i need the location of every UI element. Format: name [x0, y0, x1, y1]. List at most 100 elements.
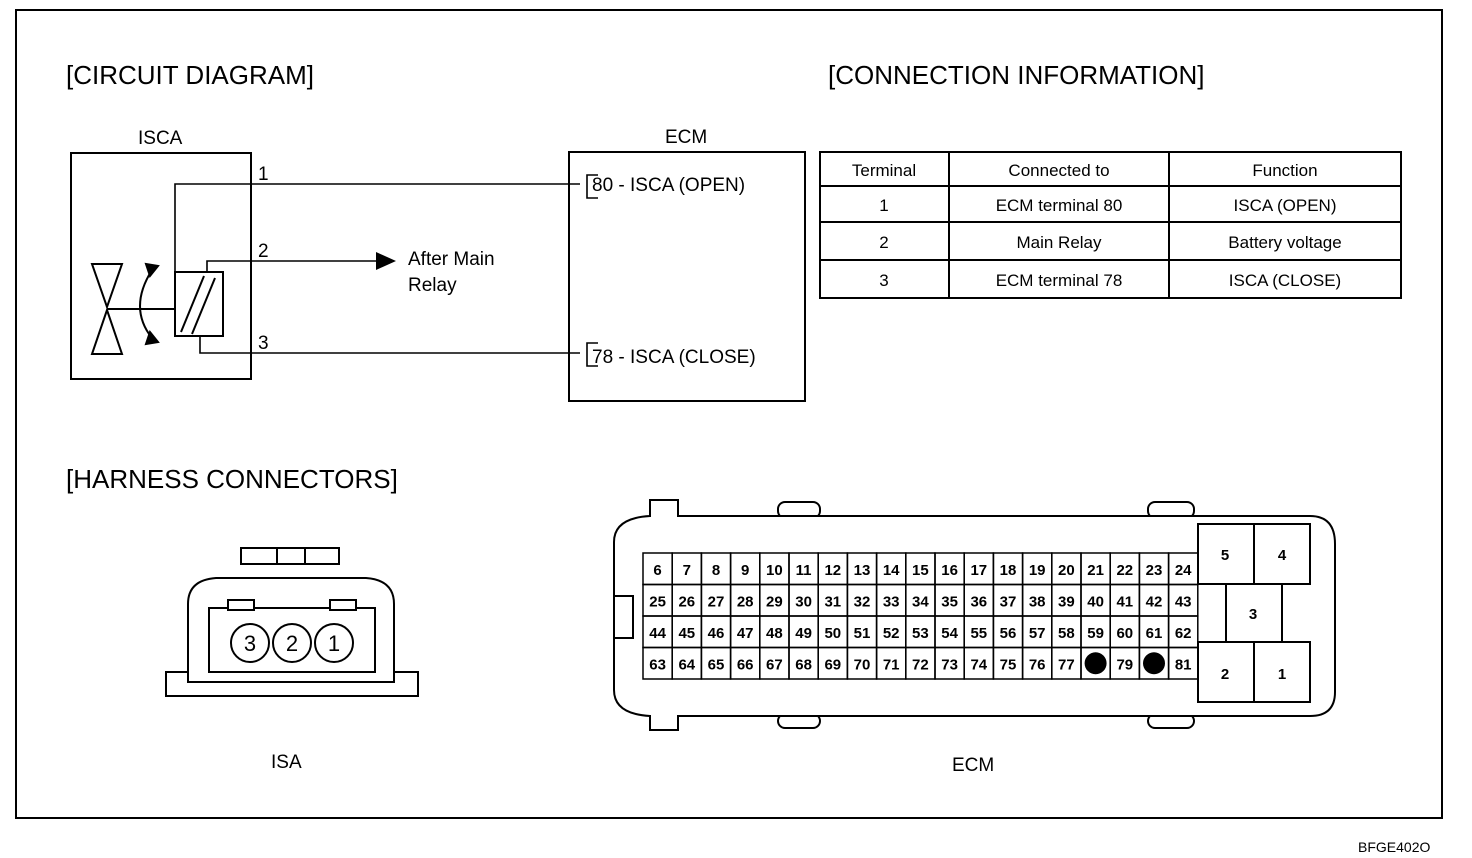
pin-2-label: 2 — [258, 241, 269, 262]
ecm-pin-label: 12 — [824, 562, 841, 579]
ecm-pin-label: 30 — [795, 593, 812, 610]
ecm-power-pin-4: 4 — [1278, 547, 1287, 564]
ecm-pin-label: 65 — [708, 656, 725, 673]
ecm-pin-label: 8 — [712, 562, 720, 579]
ecm-pin-label: 49 — [795, 625, 812, 642]
ecm-pin-label: 75 — [1000, 656, 1017, 673]
ecm-pin-label: 25 — [649, 593, 666, 610]
ecm-pin-label: 7 — [683, 562, 691, 579]
pin-3-label: 3 — [258, 333, 269, 354]
valve-symbol — [90, 263, 175, 355]
ecm-pin-label: 36 — [970, 593, 987, 610]
after-main-relay-line2: Relay — [408, 275, 457, 296]
ecm-pin-label: 18 — [1000, 562, 1017, 579]
after-main-relay-line1: After Main — [408, 249, 495, 270]
ecm-pin-label: 44 — [649, 625, 666, 642]
ecm-pin-label: 46 — [708, 625, 725, 642]
ecm-pin-label: 50 — [824, 625, 841, 642]
ecm-pin-label: 42 — [1146, 593, 1163, 610]
table-cell: 2 — [879, 233, 888, 252]
isa-pin-1: 1 — [328, 631, 340, 656]
ecm-power-pin-5: 5 — [1221, 547, 1229, 564]
ecm-pin-label: 33 — [883, 593, 900, 610]
table-cell: ECM terminal 78 — [996, 271, 1123, 290]
ecm-pin-label: 57 — [1029, 625, 1046, 642]
ecm-pin-label: 39 — [1058, 593, 1075, 610]
ecm-pin-label: 16 — [941, 562, 958, 579]
ecm-pin-label: 41 — [1116, 593, 1133, 610]
rotation-arrow-icon — [139, 262, 160, 346]
ecm-power-pin-3: 3 — [1249, 606, 1257, 623]
ecm-pin-label: 14 — [883, 562, 900, 579]
ecm-pin-label: 79 — [1116, 656, 1133, 673]
ecm-pin-label: 29 — [766, 593, 783, 610]
ecm-pin-label: 60 — [1116, 625, 1133, 642]
isa-pin-3: 3 — [244, 631, 256, 656]
ecm-pin-label: 52 — [883, 625, 900, 642]
ecm-pin-label: 69 — [824, 656, 841, 673]
table-cell: Main Relay — [1016, 233, 1102, 252]
isa-connector-label: ISA — [271, 752, 302, 773]
ecm-pin-label: 45 — [678, 625, 695, 642]
ecm-pin-label: 20 — [1058, 562, 1075, 579]
ecm-pin-label: 72 — [912, 656, 929, 673]
ecm-pin-label: 9 — [741, 562, 749, 579]
circuit-wires — [174, 183, 580, 354]
table-cell: ECM terminal 80 — [996, 196, 1123, 215]
ecm-pin-label: 59 — [1087, 625, 1104, 642]
connection-info-heading: [CONNECTION INFORMATION] — [828, 60, 1205, 90]
ecm-pin-label: 26 — [678, 593, 695, 610]
pin-1-label: 1 — [258, 164, 269, 185]
ecm-pin-label: 6 — [653, 562, 661, 579]
ecm-circuit-label: ECM — [665, 127, 707, 148]
ecm-pin-label: 32 — [854, 593, 871, 610]
table-cell: 3 — [879, 271, 888, 290]
ecm-terminal-80-mark — [586, 174, 598, 199]
ecm-pin-label: 24 — [1175, 562, 1192, 579]
ecm-terminal-80-label: 80 - ISCA (OPEN) — [592, 175, 745, 196]
ecm-pin-label: 34 — [912, 593, 929, 610]
ecm-pin-label: 38 — [1029, 593, 1046, 610]
ecm-box — [568, 151, 806, 402]
ecm-pin-label: 58 — [1058, 625, 1075, 642]
ecm-pin-label: 51 — [854, 625, 871, 642]
ecm-pin-label: 17 — [970, 562, 987, 579]
ecm-pin-cell — [1167, 646, 1199, 680]
ecm-pin-label: 62 — [1175, 625, 1192, 642]
ecm-used-terminal-dot — [1084, 652, 1107, 675]
table-cell: ISCA (OPEN) — [1234, 196, 1337, 215]
ecm-pin-label: 23 — [1146, 562, 1163, 579]
ecm-pin-label: 43 — [1175, 593, 1192, 610]
relay-arrow-icon — [376, 252, 396, 270]
ecm-pin-label: 11 — [796, 562, 812, 579]
ecm-pin-label: 55 — [970, 625, 987, 642]
ecm-pin-label: 48 — [766, 625, 783, 642]
table-header-function: Function — [1252, 161, 1317, 180]
figure-code: BFGE402O — [1358, 839, 1430, 855]
harness-connectors-heading: [HARNESS CONNECTORS] — [66, 464, 398, 494]
ecm-pin-label: 74 — [970, 656, 987, 673]
ecm-pin-label: 31 — [824, 593, 841, 610]
table-cell: 1 — [879, 196, 888, 215]
circuit-diagram-heading: [CIRCUIT DIAGRAM] — [66, 60, 314, 90]
table-header-terminal: Terminal — [852, 161, 916, 180]
ecm-pin-label: 71 — [883, 656, 900, 673]
table-header-connected-to: Connected to — [1008, 161, 1109, 180]
ecm-pin-label: 81 — [1175, 656, 1192, 673]
isa-connector — [165, 547, 419, 697]
ecm-pin-label: 22 — [1116, 562, 1133, 579]
ecm-pin-label: 73 — [941, 656, 958, 673]
ecm-pin-label: 21 — [1087, 562, 1104, 579]
ecm-pin-label: 67 — [766, 656, 783, 673]
ecm-pin-label: 66 — [737, 656, 754, 673]
ecm-connector-label: ECM — [952, 755, 994, 776]
ecm-terminal-78-mark — [586, 342, 598, 367]
isca-box — [70, 152, 252, 380]
isca-label: ISCA — [138, 128, 183, 149]
ecm-pin-label: 15 — [912, 562, 929, 579]
connection-table — [819, 151, 1402, 299]
ecm-connector-body — [613, 499, 1336, 731]
ecm-pin-label: 54 — [941, 625, 958, 642]
